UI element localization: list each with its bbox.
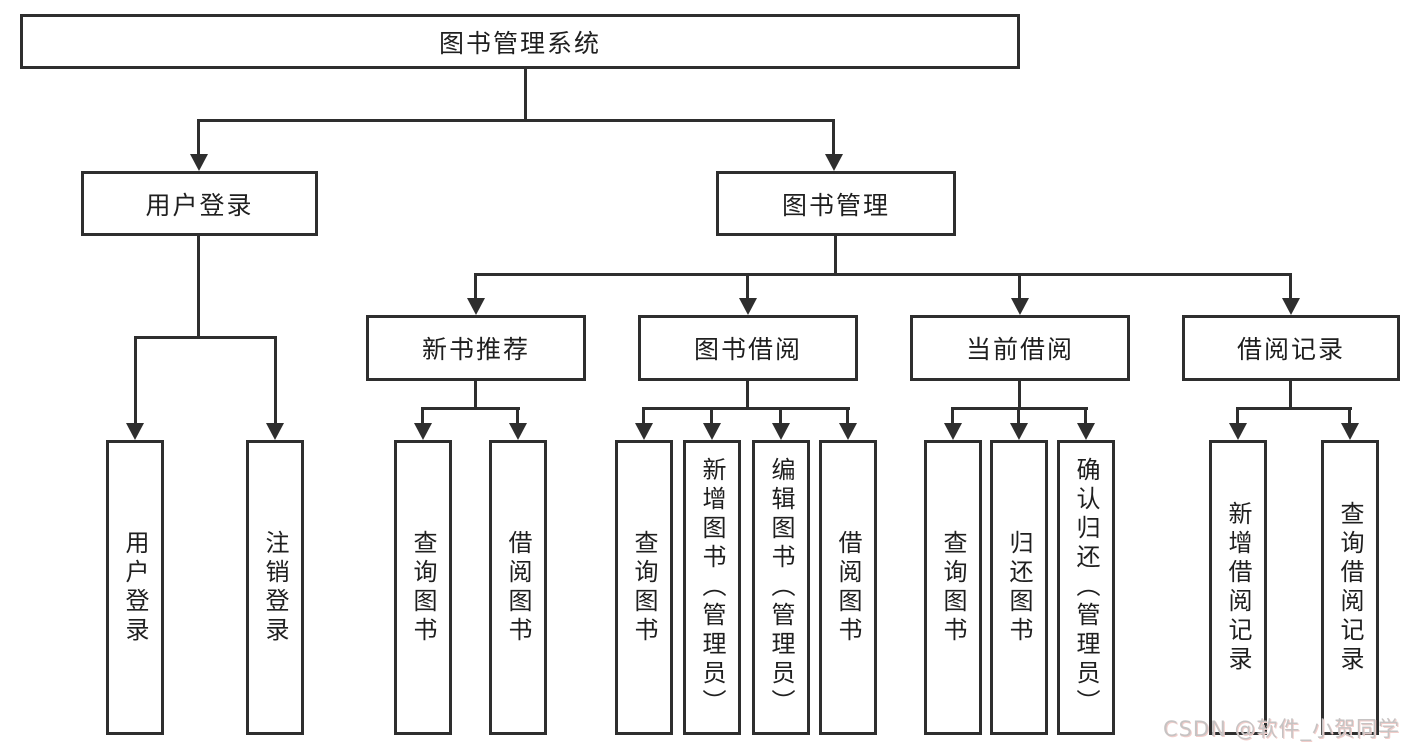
leaf-query-borrow-record: 查询借阅记录	[1321, 440, 1379, 735]
node-current-borrowing: 当前借阅	[910, 315, 1130, 381]
connector-line	[197, 119, 835, 122]
node-user-login: 用户登录	[81, 171, 318, 236]
arrow-down-icon	[1282, 298, 1300, 315]
arrow-down-icon	[1010, 423, 1028, 440]
connector-line	[1236, 407, 1239, 425]
connector-line	[1236, 407, 1352, 410]
arrow-down-icon	[509, 423, 527, 440]
connector-line	[474, 381, 477, 410]
connector-line	[779, 407, 782, 425]
arrow-down-icon	[467, 298, 485, 315]
connector-line	[1289, 273, 1292, 301]
arrow-down-icon	[1341, 423, 1359, 440]
connector-line	[642, 407, 645, 425]
arrow-down-icon	[772, 423, 790, 440]
arrow-down-icon	[1011, 298, 1029, 315]
connector-line	[1084, 407, 1087, 425]
node-borrow-records: 借阅记录	[1182, 315, 1400, 381]
connector-line	[524, 69, 527, 119]
connector-line	[274, 336, 277, 425]
leaf-add-borrow-record: 新增借阅记录	[1209, 440, 1267, 735]
connector-line	[834, 236, 837, 276]
connector-line	[951, 407, 954, 425]
leaf-user-login: 用户登录	[106, 440, 164, 735]
leaf-edit-books-admin: 编辑图书（管理员）	[752, 440, 810, 735]
connector-line	[197, 236, 200, 336]
leaf-query-books: 查询图书	[924, 440, 982, 735]
arrow-down-icon	[126, 423, 144, 440]
arrow-down-icon	[1229, 423, 1247, 440]
connector-line	[421, 407, 520, 410]
leaf-confirm-return-admin: 确认归还（管理员）	[1057, 440, 1115, 735]
node-book-borrowing: 图书借阅	[638, 315, 858, 381]
connector-line	[474, 273, 477, 301]
arrow-down-icon	[635, 423, 653, 440]
connector-line	[134, 336, 277, 339]
leaf-borrow-books: 借阅图书	[489, 440, 547, 735]
node-root-system: 图书管理系统	[20, 14, 1020, 69]
connector-line	[516, 407, 519, 425]
arrow-down-icon	[1077, 423, 1095, 440]
connector-line	[710, 407, 713, 425]
arrow-down-icon	[825, 154, 843, 171]
connector-line	[1348, 407, 1351, 425]
arrow-down-icon	[703, 423, 721, 440]
arrow-down-icon	[739, 298, 757, 315]
csdn-watermark: CSDN @软件_小贺同学	[1162, 717, 1400, 741]
node-new-book-recommend: 新书推荐	[366, 315, 586, 381]
connector-line	[642, 407, 850, 410]
connector-line	[746, 273, 749, 301]
arrow-down-icon	[839, 423, 857, 440]
arrow-down-icon	[944, 423, 962, 440]
connector-line	[1017, 407, 1020, 425]
leaf-add-books-admin: 新增图书（管理员）	[683, 440, 741, 735]
connector-line	[421, 407, 424, 425]
leaf-return-books: 归还图书	[990, 440, 1048, 735]
connector-line	[832, 119, 835, 155]
node-book-management: 图书管理	[716, 171, 956, 236]
arrow-down-icon	[190, 154, 208, 171]
connector-line	[197, 119, 200, 155]
connector-line	[746, 381, 749, 410]
leaf-borrow-books: 借阅图书	[819, 440, 877, 735]
leaf-query-books: 查询图书	[394, 440, 452, 735]
connector-line	[134, 336, 137, 425]
connector-line	[474, 273, 1292, 276]
connector-line	[1018, 273, 1021, 301]
arrow-down-icon	[266, 423, 284, 440]
connector-line	[1289, 381, 1292, 410]
arrow-down-icon	[414, 423, 432, 440]
leaf-logout: 注销登录	[246, 440, 304, 735]
connector-line	[1018, 381, 1021, 410]
connector-line	[846, 407, 849, 425]
leaf-query-books: 查询图书	[615, 440, 673, 735]
